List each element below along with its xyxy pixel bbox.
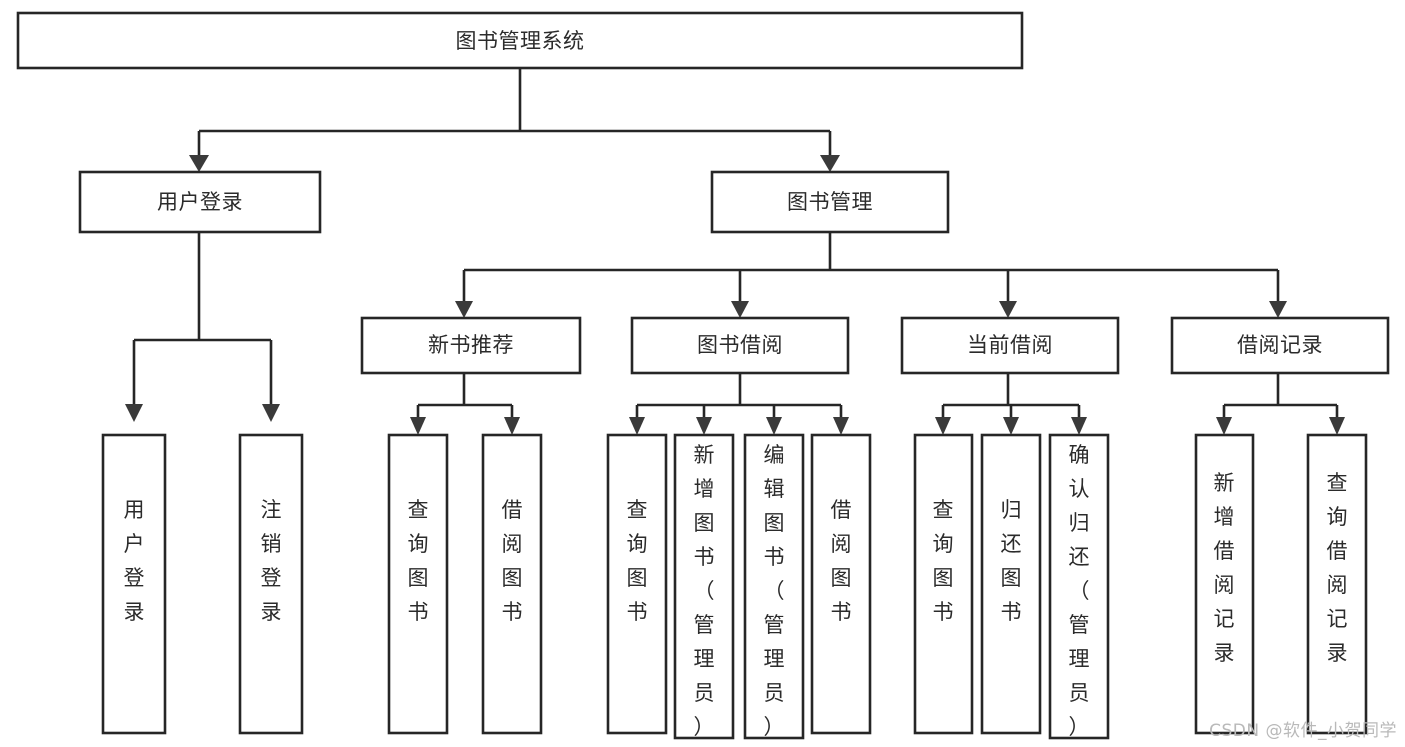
leaf-node[interactable]: 新增图书（管理员） <box>673 433 735 740</box>
leaf-node[interactable]: 新增借阅记录 <box>1194 433 1255 735</box>
leaf-current-query-label: 查询图书 <box>933 498 954 624</box>
leaf-node[interactable]: 借阅图书 <box>810 433 872 735</box>
leaf-record-add-box[interactable] <box>1194 433 1255 735</box>
leaf-current-return-box[interactable] <box>980 433 1042 735</box>
leaf-node[interactable]: 确认归还（管理员） <box>1048 433 1110 740</box>
connector-group-book-borrow-leaves <box>629 373 849 435</box>
leaf-node[interactable]: 查询图书 <box>387 433 449 735</box>
leaf-newbook-borrow-box[interactable] <box>481 433 543 735</box>
leaf-record-add-label: 新增借阅记录 <box>1214 471 1235 665</box>
node-user-login-label: 用户登录 <box>157 190 243 214</box>
leaf-node[interactable]: 注销登录 <box>238 433 304 735</box>
arrow-head-book-borrow-leaf-3 <box>833 417 849 435</box>
arrow-head-book-borrow-leaf-2 <box>766 417 782 435</box>
leaf-user-login-box[interactable] <box>101 433 167 735</box>
leaf-record-query-box[interactable] <box>1306 433 1368 735</box>
arrow-head-current-borrow-leaf-1 <box>1003 417 1019 435</box>
connector-group-book-manage <box>455 232 1287 318</box>
leaf-borrow-lend-box[interactable] <box>810 433 872 735</box>
node-root-box[interactable] <box>16 11 1024 70</box>
leaf-node[interactable]: 查询图书 <box>606 433 668 735</box>
arrow-head-book-borrow <box>731 301 749 318</box>
leaf-node[interactable]: 编辑图书（管理员） <box>743 433 805 740</box>
leaf-node[interactable]: 查询借阅记录 <box>1306 433 1368 735</box>
node-current-borrow-label: 当前借阅 <box>967 333 1053 357</box>
node-current-borrow[interactable]: 当前借阅 <box>900 316 1120 375</box>
node-book-borrow-box[interactable] <box>630 316 850 375</box>
leaf-logout-box[interactable] <box>238 433 304 735</box>
arrow-head-user-login-leaf-1 <box>262 404 280 422</box>
arrow-head-new-book-leaf-1 <box>504 417 520 435</box>
arrow-head-current-borrow-leaf-2 <box>1071 417 1087 435</box>
leaf-current-confirm-label: 确认归还（管理员） <box>1069 443 1090 739</box>
arrow-head-borrow-record-leaf-1 <box>1329 417 1345 435</box>
node-book-manage[interactable]: 图书管理 <box>710 170 950 234</box>
leaf-borrow-lend-label: 借阅图书 <box>831 498 852 624</box>
leaf-borrow-add-box[interactable] <box>673 433 735 740</box>
arrow-head-current-borrow-leaf-0 <box>935 417 951 435</box>
leaf-record-query-label: 查询借阅记录 <box>1327 471 1348 665</box>
node-book-borrow-label: 图书借阅 <box>697 333 783 357</box>
leaf-node[interactable]: 查询图书 <box>913 433 974 735</box>
node-borrow-record-label: 借阅记录 <box>1237 333 1323 357</box>
leaf-logout-label: 注销登录 <box>261 498 282 624</box>
arrow-head-book-manage <box>820 155 840 172</box>
arrow-head-user-login <box>189 155 209 172</box>
leaf-newbook-query-label: 查询图书 <box>408 498 429 624</box>
node-book-manage-box[interactable] <box>710 170 950 234</box>
leaf-borrow-edit-box[interactable] <box>743 433 805 740</box>
node-new-book-recommend-box[interactable] <box>360 316 582 375</box>
arrow-head-new-book-leaf-0 <box>410 417 426 435</box>
leaf-user-login-label: 用户登录 <box>124 498 145 624</box>
csdn-watermark: CSDN @软件_小贺同学 <box>1209 721 1397 741</box>
leaf-node[interactable]: 借阅图书 <box>481 433 543 735</box>
leaf-borrow-query-label: 查询图书 <box>627 498 648 624</box>
node-book-borrow[interactable]: 图书借阅 <box>630 316 850 375</box>
connector-group-current-borrow-leaves <box>935 373 1087 435</box>
arrow-head-new-book <box>455 301 473 318</box>
leaf-node[interactable]: 用户登录 <box>101 433 167 735</box>
leaf-current-return-label: 归还图书 <box>1001 498 1022 624</box>
connector-group-root <box>189 68 840 172</box>
arrow-head-book-borrow-leaf-0 <box>629 417 645 435</box>
node-new-book-recommend[interactable]: 新书推荐 <box>360 316 582 375</box>
node-root[interactable]: 图书管理系统 <box>16 11 1024 70</box>
node-borrow-record[interactable]: 借阅记录 <box>1170 316 1390 375</box>
leaf-borrow-add-label: 新增图书（管理员） <box>694 443 715 739</box>
connector-group-borrow-record-leaves <box>1216 373 1345 435</box>
node-book-manage-label: 图书管理 <box>787 190 873 214</box>
node-root-label: 图书管理系统 <box>456 29 585 53</box>
node-current-borrow-box[interactable] <box>900 316 1120 375</box>
leaf-newbook-query-box[interactable] <box>387 433 449 735</box>
leaf-borrow-edit-label: 编辑图书（管理员） <box>764 443 785 739</box>
connector-group-new-book-leaves <box>410 373 520 435</box>
node-new-book-recommend-label: 新书推荐 <box>428 333 514 357</box>
leaf-current-confirm-box[interactable] <box>1048 433 1110 740</box>
leaf-node[interactable]: 归还图书 <box>980 433 1042 735</box>
arrow-head-book-borrow-leaf-1 <box>696 417 712 435</box>
arrow-head-current-borrow <box>999 301 1017 318</box>
leaf-current-query-box[interactable] <box>913 433 974 735</box>
arrow-head-borrow-record-leaf-0 <box>1216 417 1232 435</box>
node-user-login-box[interactable] <box>78 170 322 234</box>
leaf-newbook-borrow-label: 借阅图书 <box>502 498 523 624</box>
arrow-head-user-login-leaf-0 <box>125 404 143 422</box>
arrow-head-borrow-record <box>1269 301 1287 318</box>
node-user-login[interactable]: 用户登录 <box>78 170 322 234</box>
node-borrow-record-box[interactable] <box>1170 316 1390 375</box>
leaf-borrow-query-box[interactable] <box>606 433 668 735</box>
connector-group-user-login-leaves <box>125 232 280 422</box>
